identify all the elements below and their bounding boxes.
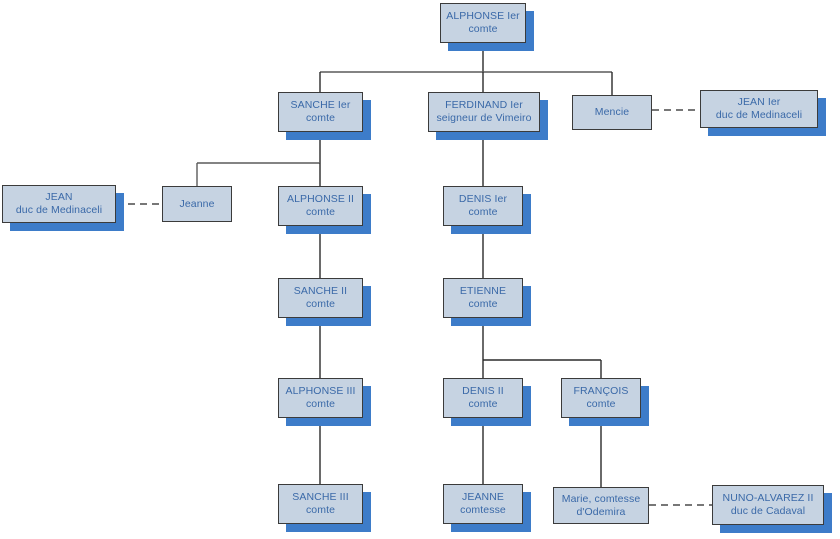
- node-label-secondary: comte: [468, 206, 498, 218]
- node-label-secondary: comte: [305, 298, 336, 310]
- node-label-primary: JEANNE: [461, 491, 505, 503]
- node-label-secondary: duc de Medinaceli: [715, 109, 803, 121]
- node-label-secondary: comte: [468, 23, 498, 35]
- node-label-primary: FERDINAND Ier: [445, 99, 523, 111]
- node-label-secondary: comte: [468, 398, 498, 410]
- node-label-primary: ALPHONSE Ier: [446, 10, 520, 22]
- node-label-secondary: comte: [305, 504, 336, 516]
- node-label-primary: JEAN: [45, 191, 73, 203]
- node-jeanne[interactable]: Jeanne: [162, 186, 232, 222]
- edge-sanche1-children: [196, 132, 321, 186]
- node-label-primary: SANCHE II: [293, 285, 348, 297]
- node-label-secondary: comte: [305, 112, 336, 124]
- node-label-primary: ALPHONSE II: [286, 193, 355, 205]
- node-label-secondary: comte: [305, 206, 336, 218]
- node-label-primary: Mencie: [594, 106, 630, 118]
- node-label-primary: FRANÇOIS: [573, 385, 629, 397]
- node-label-primary: JEAN Ier: [737, 96, 781, 108]
- node-label-secondary: d'Odemira: [576, 505, 626, 518]
- node-label-secondary: comte: [468, 298, 498, 310]
- node-label-secondary: duc de Medinaceli: [15, 204, 103, 216]
- node-mencie[interactable]: Mencie: [572, 95, 652, 130]
- edge-etienne-children: [482, 318, 602, 378]
- node-label-primary: SANCHE Ier: [290, 99, 351, 111]
- node-label-primary: DENIS II: [462, 385, 504, 397]
- node-label-primary: Marie, comtesse: [561, 492, 641, 505]
- node-label-primary: ALPHONSE III: [285, 385, 356, 397]
- node-label-secondary: comte: [586, 398, 616, 410]
- node-label-secondary: comtesse: [460, 504, 506, 516]
- node-label-secondary: comte: [305, 398, 336, 410]
- node-label-primary: NUNO-ALVAREZ II: [722, 492, 814, 504]
- node-label-primary: ETIENNE: [459, 285, 507, 297]
- node-label-secondary: duc de Cadaval: [730, 505, 806, 517]
- node-label-primary: SANCHE III: [292, 491, 349, 503]
- node-label-secondary: seigneur de Vimeiro: [436, 112, 532, 124]
- node-label-primary: Jeanne: [179, 197, 215, 210]
- node-label-primary: DENIS Ier: [458, 193, 508, 205]
